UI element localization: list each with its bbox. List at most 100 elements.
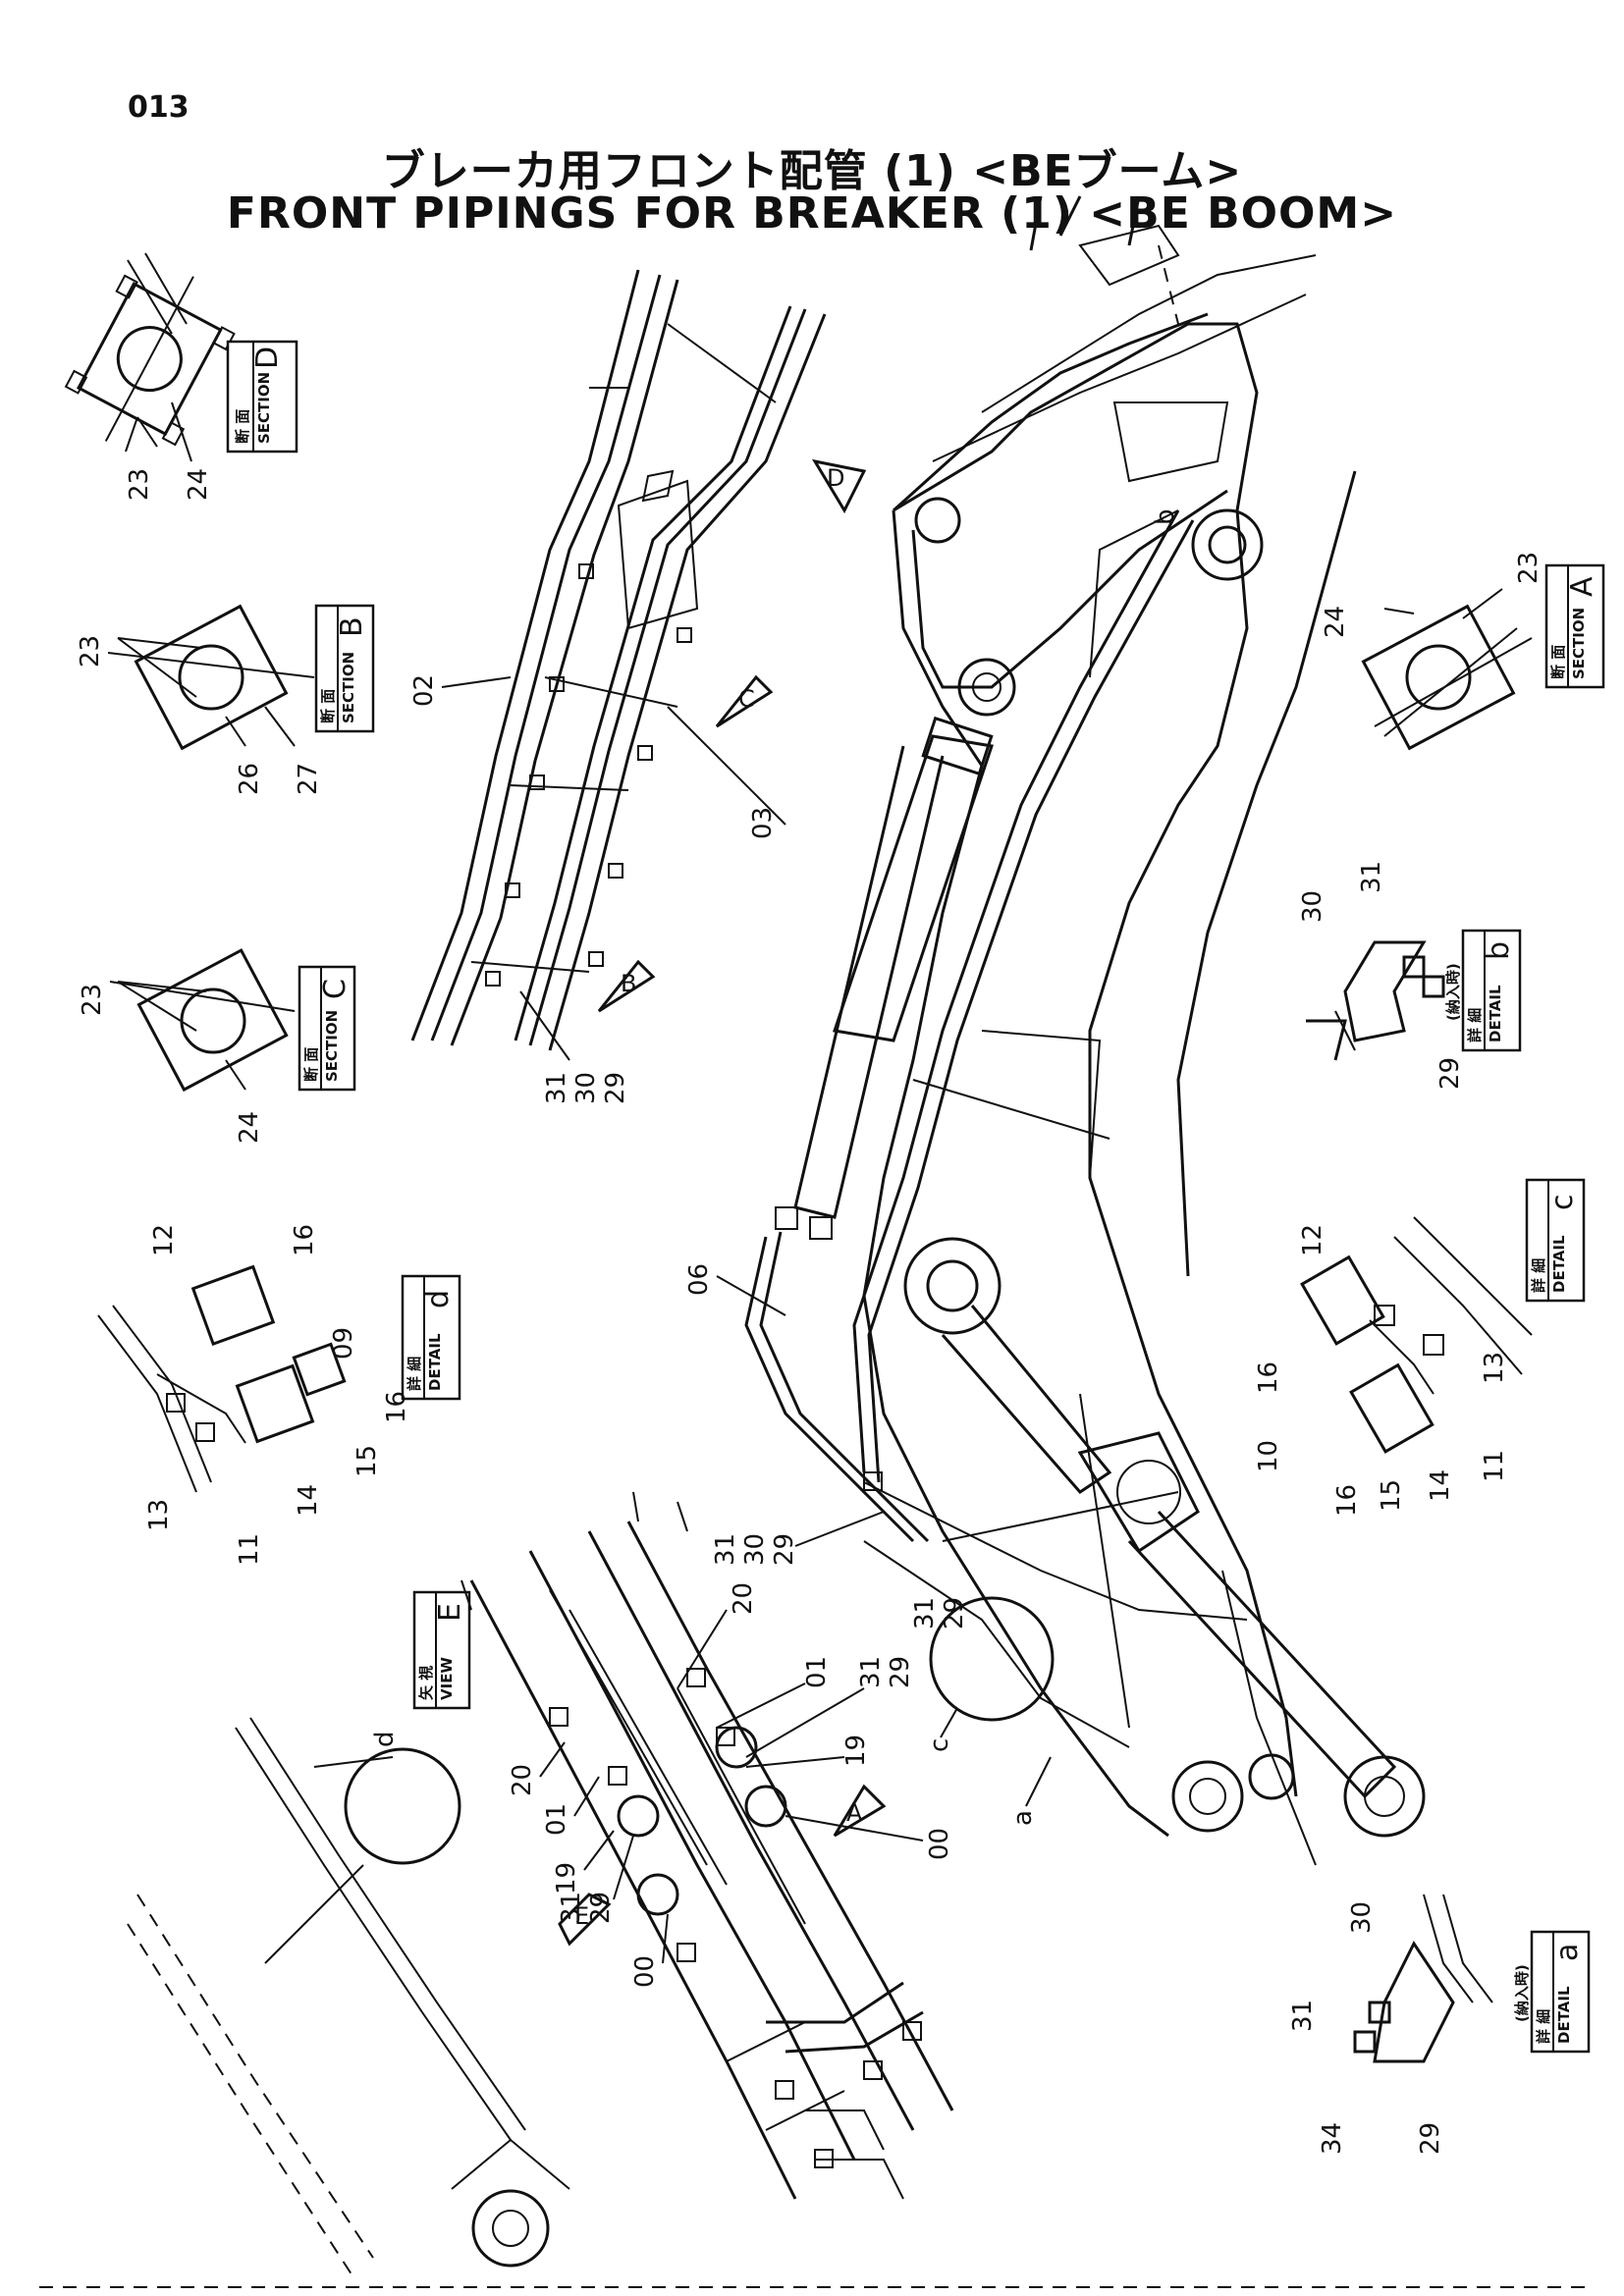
section-a-view: 断 面 SECTION A 24 23 xyxy=(1321,552,1605,751)
svg-text:D: D xyxy=(827,464,844,492)
detail-c-part-15: 15 xyxy=(1377,1479,1406,1512)
section-b-part-27: 27 xyxy=(294,763,323,795)
section-d-view: 断 面 SECTION D 23 24 xyxy=(64,252,298,501)
detail-d-part-16a: 16 xyxy=(290,1224,319,1256)
boom-structure xyxy=(744,195,1426,1866)
svg-text:E: E xyxy=(574,1902,589,1930)
pipe-label-29a: 29 xyxy=(601,1072,630,1104)
page-number: 013 xyxy=(128,90,189,125)
section-arrow-c: C xyxy=(715,674,774,728)
callout-a: a xyxy=(1008,1810,1038,1826)
detail-c-part-16b: 16 xyxy=(1332,1484,1362,1517)
detail-c-jp: 詳 細 xyxy=(1530,1258,1547,1293)
detail-d-part-11: 11 xyxy=(235,1533,264,1566)
callout-c: c xyxy=(925,1738,954,1752)
detail-c-part-10: 10 xyxy=(1254,1440,1283,1472)
section-c-en: SECTION xyxy=(323,1010,341,1082)
detail-c-letter: c xyxy=(1545,1195,1580,1211)
detail-b-part-30: 30 xyxy=(1298,890,1327,923)
detail-a-jp: 詳 細 xyxy=(1535,2009,1552,2044)
callout-30: 30 xyxy=(740,1533,770,1566)
section-b-en: SECTION xyxy=(340,652,357,723)
section-c-letter: C xyxy=(318,979,352,999)
detail-b-view: 詳 細 DETAIL b (納入時) 30 31 29 xyxy=(1298,861,1522,1090)
view-e-bucket-side: d xyxy=(127,1717,570,2278)
view-e-jp: 矢 視 xyxy=(417,1666,435,1700)
page-title-english: FRONT PIPINGS FOR BREAKER (1) <BE BOOM> xyxy=(226,188,1398,239)
detail-d-jp: 詳 細 xyxy=(406,1357,423,1391)
detail-a-part-29: 29 xyxy=(1416,2122,1445,2155)
detail-c-part-13: 13 xyxy=(1480,1352,1509,1384)
section-arrow-b: B xyxy=(597,959,656,1013)
view-arrow-e: E xyxy=(558,1893,612,1947)
view-e-arm-piping xyxy=(460,1491,954,2200)
section-b-part-26: 26 xyxy=(235,763,264,795)
section-b-jp: 断 面 xyxy=(319,689,337,723)
detail-b-part-31: 31 xyxy=(1357,861,1386,893)
detail-b-part-29: 29 xyxy=(1435,1057,1465,1090)
detail-d-letter: d xyxy=(421,1290,456,1308)
detail-b-letter: b xyxy=(1482,941,1516,960)
callout-b: b xyxy=(1151,508,1180,525)
section-c-view: 断 面 SECTION C 23 24 xyxy=(78,948,356,1144)
svg-text:A: A xyxy=(846,1799,863,1827)
detail-d-en: DETAIL xyxy=(426,1333,444,1391)
view-e-label-31a: 31 xyxy=(856,1656,886,1688)
pipe-assembly-upper: 02 03 31 30 29 xyxy=(409,269,827,1104)
detail-d-part-13: 13 xyxy=(144,1499,174,1531)
callout-29b: 29 xyxy=(940,1597,969,1629)
view-e-label-29a: 29 xyxy=(886,1656,915,1688)
detail-b-en: DETAIL xyxy=(1487,985,1504,1042)
section-d-part-24: 24 xyxy=(184,468,213,501)
pipe-label-03: 03 xyxy=(748,807,778,839)
view-e-letter: E xyxy=(433,1603,467,1622)
detail-a-note: (納入時) xyxy=(1513,1964,1531,2022)
detail-c-part-12: 12 xyxy=(1298,1224,1327,1256)
section-a-en: SECTION xyxy=(1570,608,1588,679)
pipe-label-02: 02 xyxy=(409,674,439,707)
section-arrow-d: D xyxy=(811,458,867,514)
view-e-label: 矢 視 VIEW E xyxy=(412,1590,471,1710)
detail-d-part-09: 09 xyxy=(329,1327,358,1360)
view-e-callouts: 20 01 31 29 19 20 01 19 29 31 00 00 xyxy=(508,1582,954,1988)
view-e-en: VIEW xyxy=(438,1657,456,1700)
detail-a-part-31: 31 xyxy=(1288,2000,1318,2032)
view-e-label-19a: 19 xyxy=(841,1735,871,1767)
detail-a-part-30: 30 xyxy=(1347,1901,1377,1934)
pipe-label-30a: 30 xyxy=(571,1072,601,1104)
detail-c-en: DETAIL xyxy=(1550,1235,1568,1293)
detail-c-part-16a: 16 xyxy=(1254,1362,1283,1394)
svg-text:C: C xyxy=(738,685,755,713)
detail-d-part-14: 14 xyxy=(294,1484,323,1517)
callout-d-view-e: d xyxy=(370,1731,400,1747)
page-title-japanese: ブレーカ用フロント配管 (1) <BEブーム> xyxy=(381,146,1243,196)
detail-a-letter: a xyxy=(1550,1944,1585,1961)
detail-d-view: 詳 細 DETAIL d 12 16 09 16 15 14 13 11 xyxy=(97,1224,461,1566)
view-e-label-31b: 31 xyxy=(557,1892,586,1924)
detail-c-part-11: 11 xyxy=(1480,1450,1509,1482)
view-e-label-20a: 20 xyxy=(729,1582,758,1615)
detail-d-part-12: 12 xyxy=(149,1224,179,1256)
pipe-label-06: 06 xyxy=(684,1263,714,1296)
section-a-jp: 断 面 xyxy=(1549,645,1567,679)
section-a-letter: A xyxy=(1565,576,1599,597)
detail-b-note: (納入時) xyxy=(1444,963,1462,1021)
view-e-label-19b: 19 xyxy=(552,1862,581,1895)
section-d-letter: D xyxy=(250,347,285,369)
detail-c-part-14: 14 xyxy=(1426,1469,1455,1502)
detail-d-part-15: 15 xyxy=(352,1445,382,1477)
boom-callouts: b c a 31 30 29 31 29 06 xyxy=(684,508,1180,1826)
section-d-en: SECTION xyxy=(255,372,273,444)
section-c-part-23: 23 xyxy=(78,984,107,1016)
detail-c-view: 詳 細 DETAIL c 12 13 16 10 11 14 15 16 xyxy=(1254,1178,1586,1517)
section-a-part-23: 23 xyxy=(1514,552,1543,584)
section-c-part-24: 24 xyxy=(235,1111,264,1144)
section-a-part-24: 24 xyxy=(1321,606,1350,638)
section-d-jp: 断 面 xyxy=(234,409,251,444)
section-b-view: 断 面 SECTION B 23 26 27 xyxy=(76,604,375,795)
section-d-part-23: 23 xyxy=(125,468,154,501)
view-e-label-00b: 00 xyxy=(925,1828,954,1860)
section-c-jp: 断 面 xyxy=(302,1047,320,1082)
detail-b-jp: 詳 細 xyxy=(1466,1008,1484,1042)
